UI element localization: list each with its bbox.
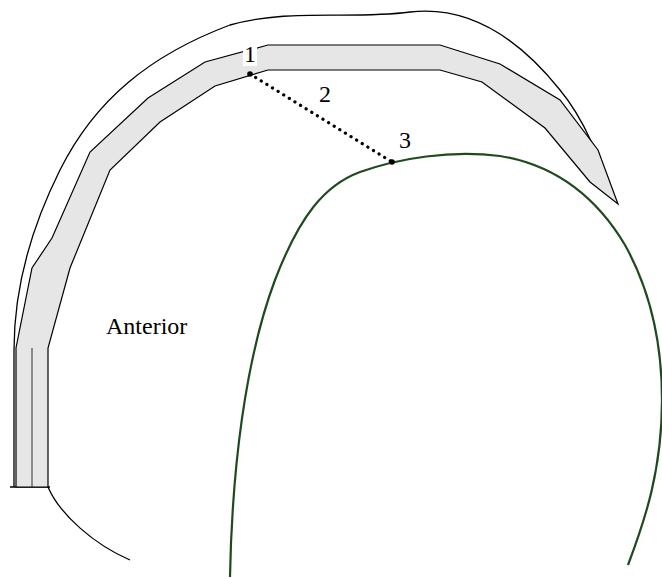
callout-number: 2	[318, 82, 332, 106]
brain-outline	[230, 154, 662, 577]
region-label: Anterior	[105, 314, 188, 338]
dotted-line	[250, 74, 392, 162]
point-marker	[247, 71, 253, 77]
scalp-outline	[48, 487, 130, 560]
callout-number: 3	[398, 128, 412, 152]
point-marker	[389, 159, 395, 165]
skull-band	[16, 45, 618, 487]
band-divider	[32, 348, 33, 487]
callout-number: 1	[243, 42, 257, 66]
